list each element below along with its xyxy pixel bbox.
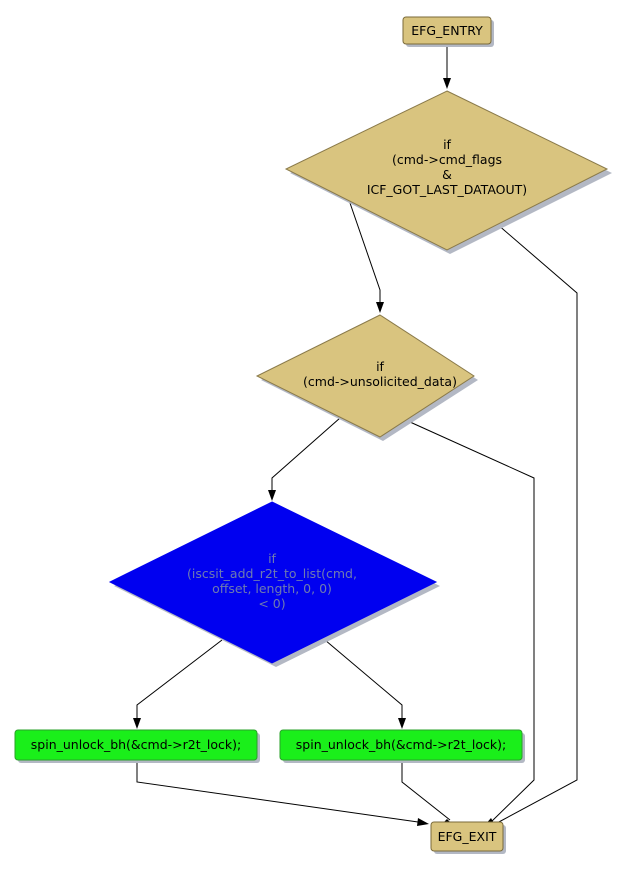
decision-text-line: offset, length, 0, 0) xyxy=(212,581,332,596)
decision-text-line: if xyxy=(376,359,384,374)
decision-text-line: (iscsit_add_r2t_to_list(cmd, xyxy=(187,566,357,581)
edge-left-action-to-exit xyxy=(136,760,419,823)
action-left-unlock[interactable]: spin_unlock_bh(&cmd->r2t_lock); xyxy=(14,729,260,763)
entry-node[interactable]: EFG_ENTRY xyxy=(402,16,494,47)
edges xyxy=(133,44,578,827)
exit-node-box xyxy=(430,821,504,852)
edge-unsolicited-to-add xyxy=(271,417,341,492)
edge-add-to-left-action-arrowhead xyxy=(133,718,141,729)
decision-text-line: & xyxy=(442,167,452,182)
edge-flags-to-exit xyxy=(496,223,578,824)
edge-unsolicited-to-exit xyxy=(409,421,535,824)
action-left-unlock-box xyxy=(14,729,258,761)
edge-exit-arrowhead-left xyxy=(417,818,429,826)
edge-entry-to-flags-arrowhead xyxy=(443,78,451,89)
decision-unsolicited-data[interactable]: if(cmd->unsolicited_data) xyxy=(255,314,478,441)
decision-text-line: (cmd->unsolicited_data) xyxy=(303,374,457,389)
entry-node-box xyxy=(402,16,492,45)
exit-node[interactable]: EFG_EXIT xyxy=(430,821,506,854)
edge-flags-to-unsolicited-arrowhead xyxy=(376,302,384,313)
action-right-unlock[interactable]: spin_unlock_bh(&cmd->r2t_lock); xyxy=(279,729,525,763)
edge-add-to-left-action xyxy=(136,639,223,720)
exit-node-label: EFG_EXIT xyxy=(438,829,497,844)
edge-flags-to-unsolicited xyxy=(349,202,381,304)
decision-add-r2t-text: if(iscsit_add_r2t_to_list(cmd,offset, le… xyxy=(187,551,357,611)
decision-cmd-flags[interactable]: if(cmd->cmd_flags&ICF_GOT_LAST_DATAOUT) xyxy=(284,90,612,254)
entry-node-label: EFG_ENTRY xyxy=(411,23,483,38)
decision-text-line: ICF_GOT_LAST_DATAOUT) xyxy=(367,182,527,197)
decision-text-line: if xyxy=(443,137,451,152)
decision-add-r2t-shape xyxy=(108,501,438,664)
action-right-unlock-label: spin_unlock_bh(&cmd->r2t_lock); xyxy=(296,737,506,752)
decision-text-line: < 0) xyxy=(258,596,285,611)
decision-cmd-flags-text: if(cmd->cmd_flags&ICF_GOT_LAST_DATAOUT) xyxy=(367,137,527,197)
decision-cmd-flags-shape xyxy=(284,90,609,251)
edge-right-action-to-exit xyxy=(401,760,451,821)
decision-unsolicited-data-text: if(cmd->unsolicited_data) xyxy=(303,359,457,389)
action-left-unlock-label: spin_unlock_bh(&cmd->r2t_lock); xyxy=(31,737,241,752)
edge-add-to-right-action-arrowhead xyxy=(398,718,406,729)
decision-unsolicited-data-shape xyxy=(255,314,475,438)
edge-add-to-right-action xyxy=(324,639,403,720)
action-right-unlock-box xyxy=(279,729,523,761)
decision-add-r2t[interactable]: if(iscsit_add_r2t_to_list(cmd,offset, le… xyxy=(108,501,440,667)
decision-text-line: if xyxy=(268,551,276,566)
decision-text-line: (cmd->cmd_flags xyxy=(392,152,502,167)
edge-unsolicited-to-add-arrowhead xyxy=(268,490,276,501)
